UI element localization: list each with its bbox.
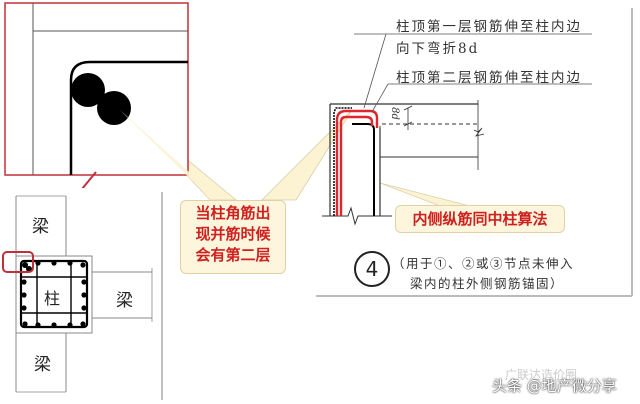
callout-double-layer-note: 当柱角筋出 现并筋时候 会有第二层 [180,200,286,274]
callout-line-3: 会有第二层 [195,246,271,264]
callout-inner-bar-note: 内侧纵筋同中柱算法 [395,205,565,233]
note-second-layer: 柱顶第二层钢筋伸至柱内边 [396,70,582,86]
beam-label-top: 梁 [32,217,49,237]
node-number: 4 [365,257,379,281]
note-first-layer-line2: 向下弯折8d [396,41,480,57]
column-label: 柱 [44,289,61,308]
dimension-8d: 8d [388,107,400,120]
beam-label-right: 梁 [116,291,133,311]
note-first-layer-line1: 柱顶第一层钢筋伸至柱内边 [396,19,582,35]
callout-line-2: 现并筋时候 [195,225,271,243]
corner-bar-circle-2 [97,91,131,125]
corner-bar-circle-1 [71,73,105,107]
caption-line2: 梁内的柱外侧钢筋锚固） [410,276,565,291]
watermark-text: 头条 @地产微分享 [492,377,617,395]
caption-line1: （用于①、②或③节点未伸入 [392,256,575,271]
beam-label-bottom: 梁 [34,355,51,375]
callout-line-1: 当柱角筋出 [195,204,271,222]
watermark-faint: 广联达造价圈 [505,368,578,382]
